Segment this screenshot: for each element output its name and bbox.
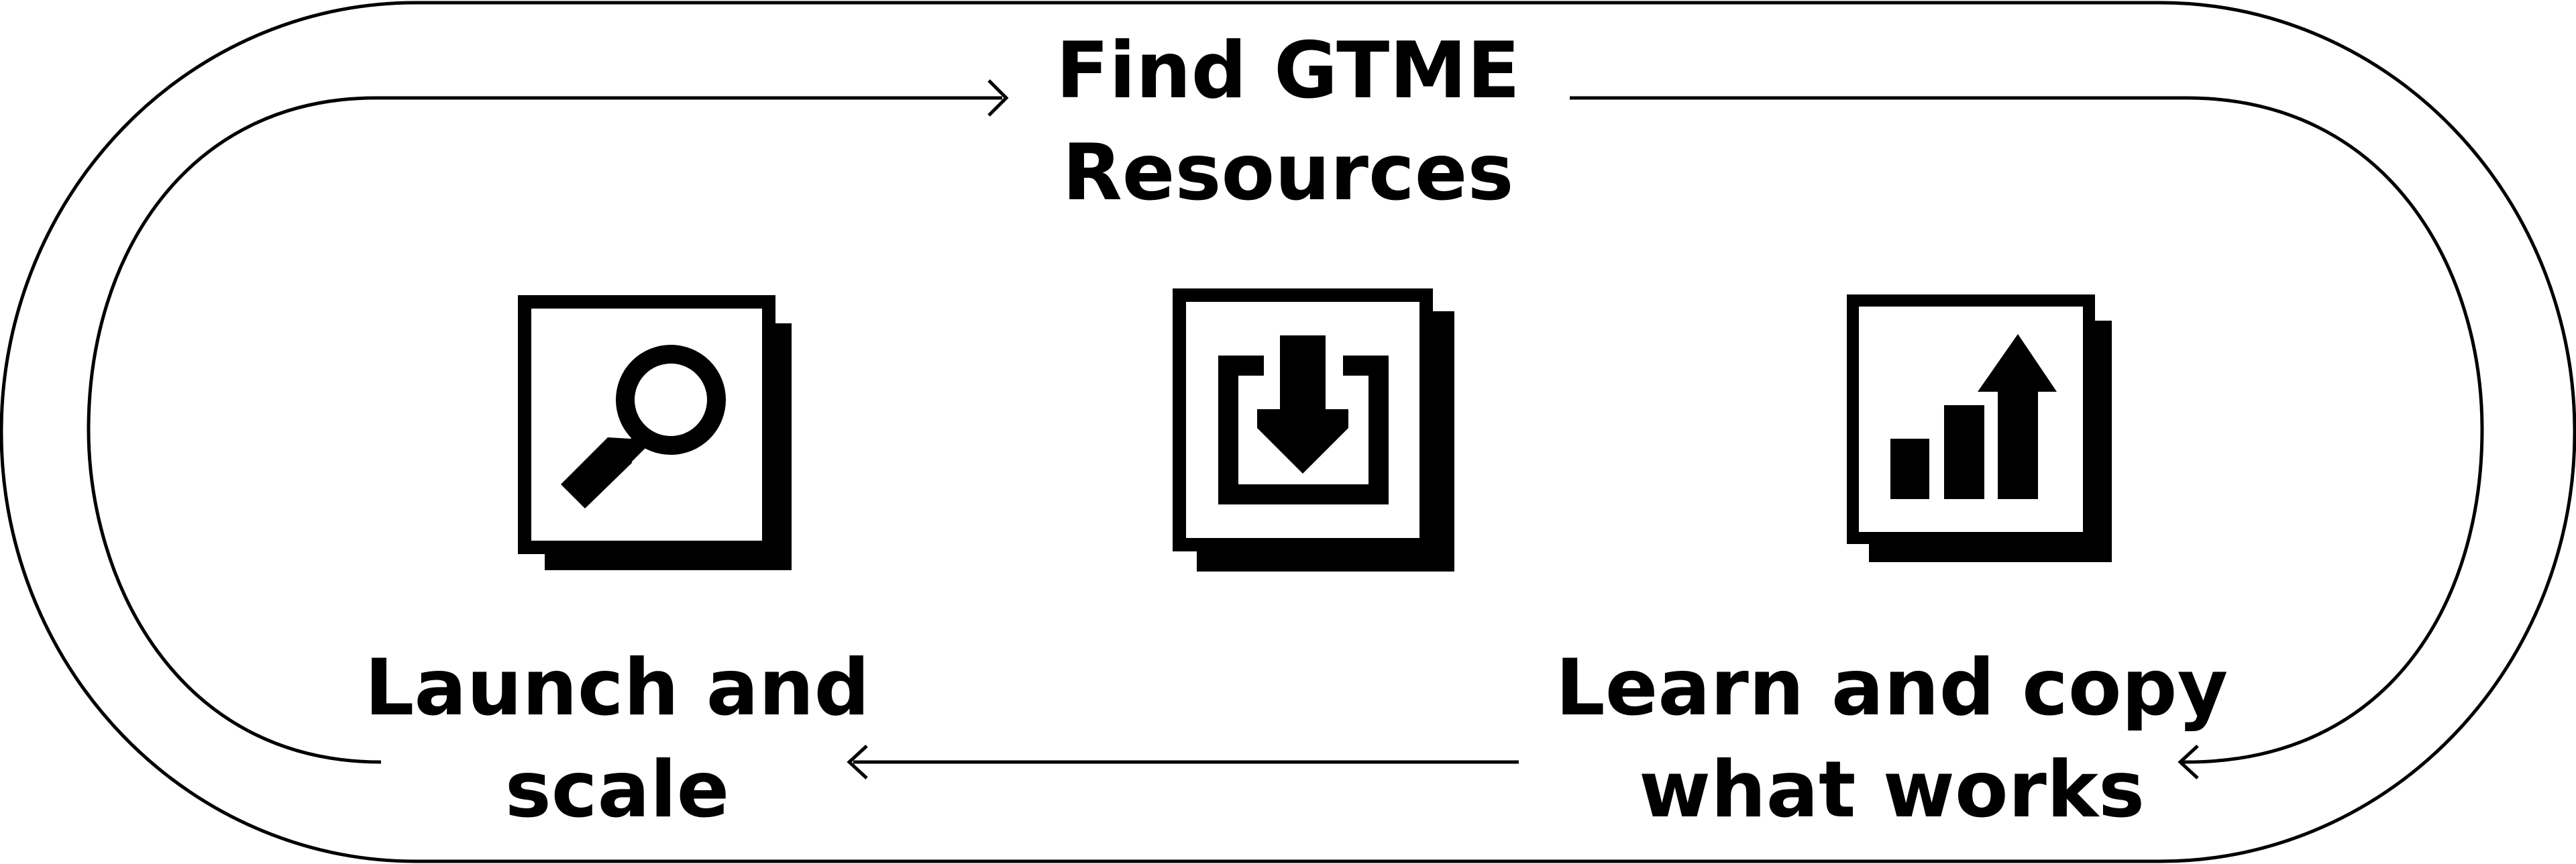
arrowhead-to-launch xyxy=(847,745,868,779)
chart-arrow-bar xyxy=(1978,334,2057,499)
magnifying-glass-icon xyxy=(518,295,792,570)
step-label-launch-line2: scale xyxy=(504,745,730,835)
arrowhead-to-find xyxy=(987,79,1009,117)
download-tray-icon xyxy=(1173,288,1454,572)
step-label-find-resources: Find GTME Resources xyxy=(993,20,1583,224)
chart-bar-medium xyxy=(1944,405,1984,499)
down-arrow xyxy=(1257,335,1348,474)
tray xyxy=(1218,356,1389,504)
step-label-launch-and-scale: Launch and scale xyxy=(349,637,885,841)
handle xyxy=(561,427,655,508)
step-label-learn-line1: Learn and copy xyxy=(1555,643,2229,733)
step-label-learn-line2: what works xyxy=(1638,745,2145,835)
connector-find-to-learn xyxy=(1570,96,2484,764)
growth-chart-icon xyxy=(1847,294,2112,562)
icon-frame xyxy=(518,295,775,554)
step-label-learn-and-copy: Learn and copy what works xyxy=(1503,637,2281,841)
lens xyxy=(616,345,726,455)
arrowhead-to-learn xyxy=(2178,745,2199,779)
step-label-find-line2: Resources xyxy=(1062,127,1514,218)
step-label-find-line1: Find GTME xyxy=(1056,25,1520,116)
step-label-launch-line1: Launch and xyxy=(364,643,870,733)
chart-bar-small xyxy=(1890,439,1929,499)
connector-launch-to-find xyxy=(87,96,1002,764)
